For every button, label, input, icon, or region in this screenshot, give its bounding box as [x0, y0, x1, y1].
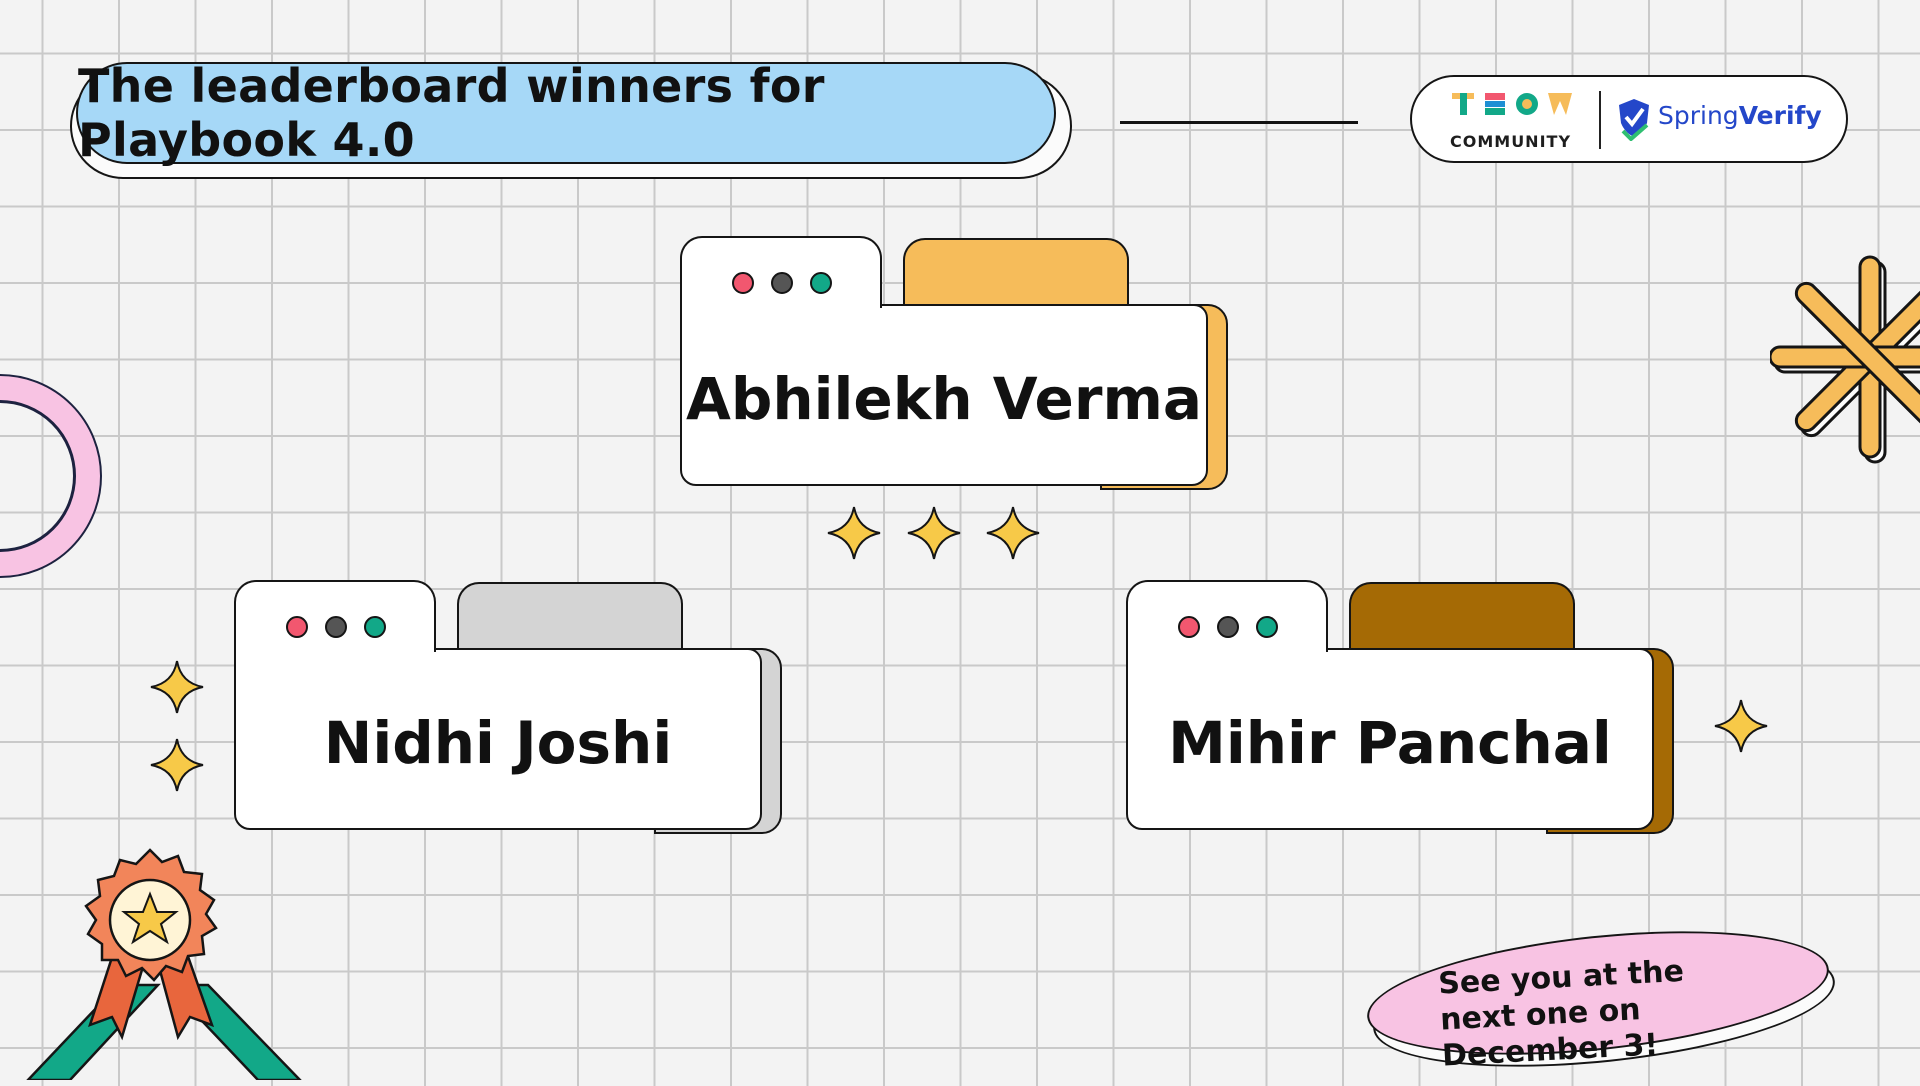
award-badge-icon — [26, 848, 302, 1080]
window-maximize-dot — [1256, 616, 1278, 638]
winner-card-first: Abhilekh Verma — [680, 236, 1230, 490]
winner-name: Abhilekh Verma — [680, 304, 1208, 486]
folder-tab — [1349, 582, 1575, 654]
title-divider-line — [1120, 121, 1358, 124]
window-close-dot — [1178, 616, 1200, 638]
window-minimize-dot — [325, 616, 347, 638]
winner-card-third: Mihir Panchal — [1126, 580, 1676, 834]
window-close-dot — [286, 616, 308, 638]
logo-divider — [1599, 91, 1601, 149]
ring-icon — [0, 374, 102, 578]
window-close-dot — [732, 272, 754, 294]
folder-tab — [457, 582, 683, 654]
folder-tab — [903, 238, 1129, 310]
sparkle-icon — [1714, 699, 1768, 753]
window-minimize-dot — [771, 272, 793, 294]
sparkle-icon — [827, 506, 881, 560]
springverify-wordmark: SpringVerify — [1658, 101, 1822, 130]
winner-name: Nidhi Joshi — [234, 648, 762, 830]
sparkle-icon — [907, 506, 961, 560]
winner-card-second: Nidhi Joshi — [234, 580, 784, 834]
logo-pill: COMMUNITY SpringVerify — [1410, 75, 1848, 163]
community-label: COMMUNITY — [1450, 132, 1572, 151]
window-maximize-dot — [364, 616, 386, 638]
springverify-shield-icon — [1619, 99, 1649, 141]
page-title: The leaderboard winners for Playbook 4.0 — [76, 59, 1056, 167]
tsow-logo — [1452, 93, 1572, 115]
window-tab — [234, 580, 436, 652]
sparkle-icon — [150, 660, 204, 714]
closing-note: See you at the next one on December 3! — [1437, 953, 1685, 1074]
window-minimize-dot — [1217, 616, 1239, 638]
sparkle-icon — [986, 506, 1040, 560]
sparkle-icon — [150, 738, 204, 792]
winner-name: Mihir Panchal — [1126, 648, 1654, 830]
asterisk-icon — [1770, 255, 1920, 464]
window-maximize-dot — [810, 272, 832, 294]
